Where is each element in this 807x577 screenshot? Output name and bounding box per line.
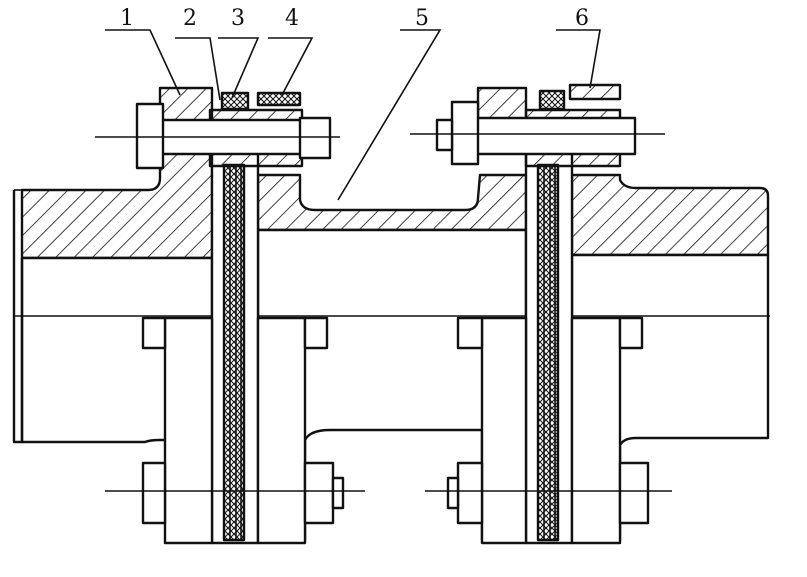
right-disc-pack xyxy=(524,146,574,545)
label-4: 4 xyxy=(285,6,299,31)
label-6: 6 xyxy=(575,6,589,31)
label-3: 3 xyxy=(231,6,245,31)
label-2: 2 xyxy=(183,6,197,31)
left-disc-pack xyxy=(210,146,260,545)
label-1: 1 xyxy=(120,6,134,31)
left-lower-flange xyxy=(105,316,365,545)
left-upper-bolt xyxy=(95,86,340,170)
part-labels: 1 2 3 4 5 6 xyxy=(120,6,589,31)
label-5: 5 xyxy=(415,6,429,31)
leader-lines xyxy=(105,29,601,201)
right-upper-bolt xyxy=(410,83,665,168)
right-lower-flange xyxy=(425,316,672,545)
